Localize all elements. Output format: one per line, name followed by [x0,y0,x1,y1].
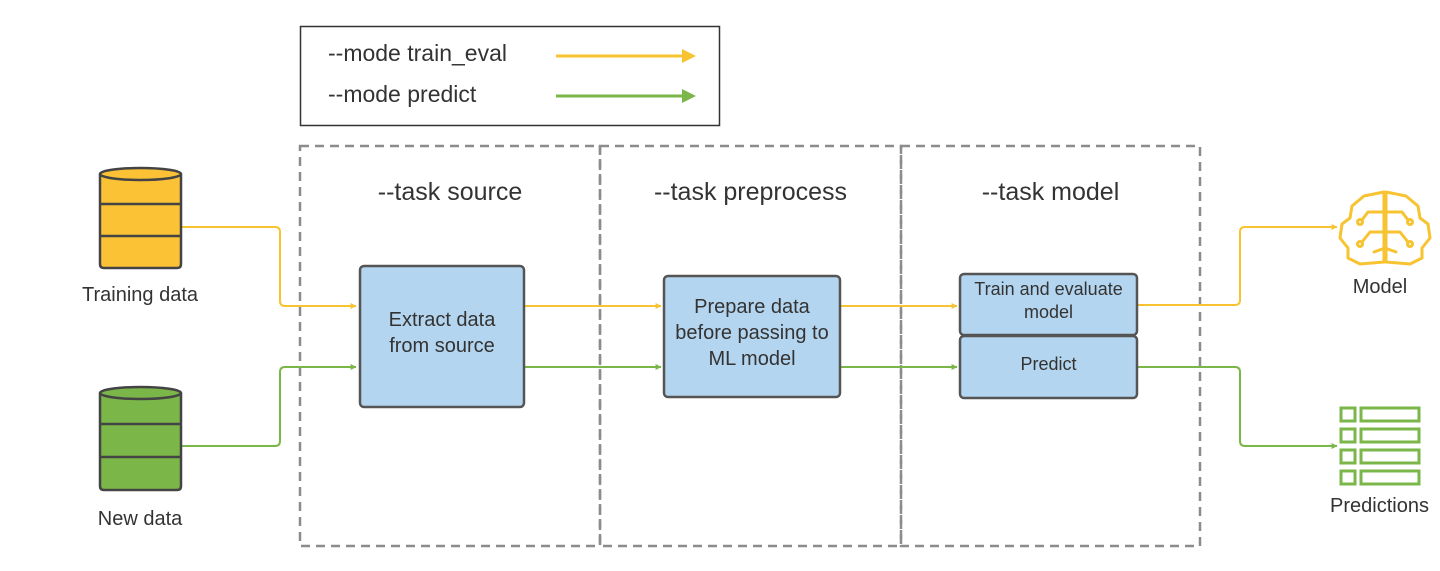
task-source-title: --task source [377,178,523,206]
training-data-label: Training data [82,284,198,306]
task-panels [298,144,1202,548]
brain-circuit-icon [1338,190,1432,266]
new-data-database-icon [98,385,183,492]
prepare-box-label: Prepare data before passing to ML model [675,296,829,370]
task-panel-preprocess [598,144,903,548]
connector-training-to-extract [181,226,357,309]
predict-box [958,334,1139,400]
prepare-box [662,274,842,399]
legend-train-eval-arrowhead [682,49,696,63]
task-panel-model [899,144,1202,548]
task-preprocess-title: --task preprocess [653,178,848,206]
legend-predict-arrowhead [682,89,696,103]
predict-box-label: Predict [1020,354,1077,374]
legend-predict-label: --mode predict [328,81,477,107]
extract-box [358,264,526,409]
model-label: Model [1352,276,1408,298]
extract-box-label: Extract data from source [388,309,496,357]
train-eval-connectors [181,224,1338,309]
predictions-label: Predictions [1330,495,1429,517]
table-list-icon [1339,406,1421,486]
predict-connectors [181,364,1338,449]
connector-new-to-extract [181,364,357,447]
connector-predict-to-predictions [1137,366,1338,449]
new-data-label: New data [97,508,183,530]
legend-train-eval-label: --mode train_eval [328,40,507,66]
task-model-title: --task model [981,178,1120,206]
connector-train-to-model [1137,224,1338,306]
train-box-label: Train and evaluate model [974,279,1123,322]
legend-box [299,25,721,127]
training-data-database-icon [98,166,183,270]
